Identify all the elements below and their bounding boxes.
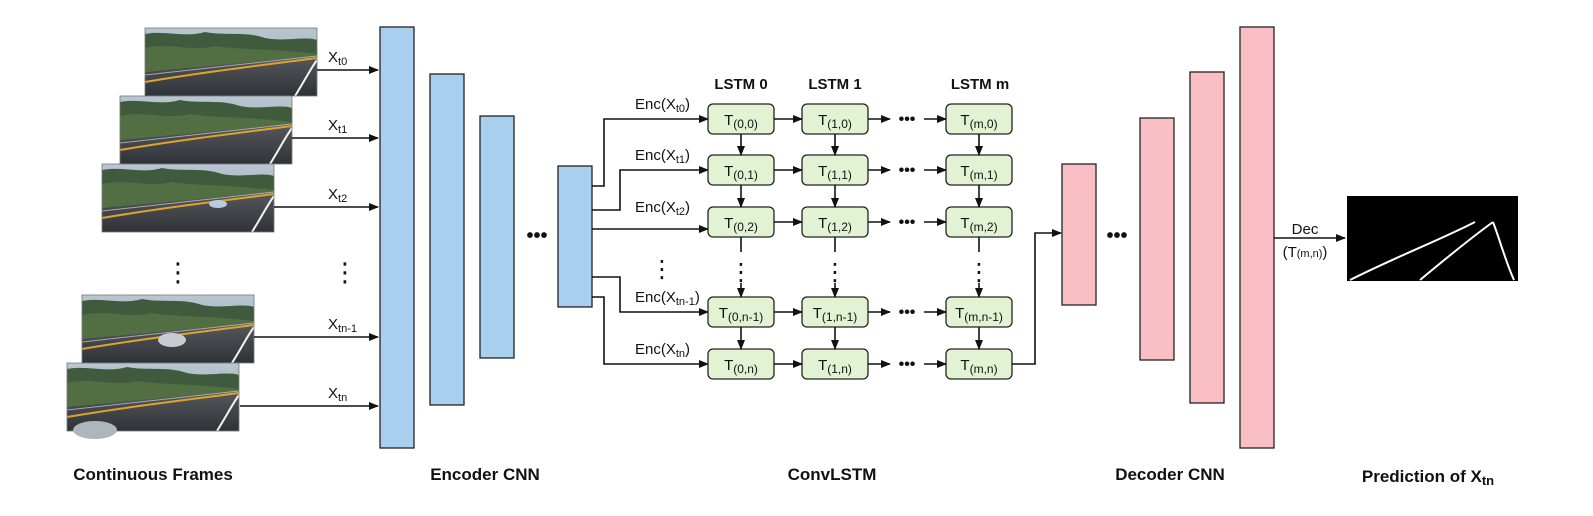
- encoded-input-arrow: [592, 166, 709, 211]
- lstm-cell-label: T(m,n-1): [955, 305, 1003, 324]
- frame-border: [101, 163, 275, 233]
- frame-border: [66, 362, 240, 432]
- lane-line: [1419, 221, 1494, 281]
- lane-line: [1349, 221, 1476, 281]
- encoded-input-label: Enc(Xtn-1): [635, 289, 700, 308]
- caption-convlstm: ConvLSTM: [788, 465, 877, 484]
- lstm-cell-label: T(0,1): [724, 163, 758, 182]
- lstm-header: LSTM m: [951, 76, 1009, 93]
- decoder-input-arrow: [1012, 229, 1062, 365]
- vdots: ⋮: [165, 257, 191, 287]
- caption-frames: Continuous Frames: [73, 465, 233, 484]
- vdots: ⋮: [650, 256, 674, 283]
- caption-encoder: Encoder CNN: [430, 465, 540, 484]
- encoded-input-arrow: [592, 296, 709, 368]
- car-shape: [209, 200, 227, 208]
- encoded-input-label: Enc(Xt2): [635, 199, 690, 218]
- lane-line: [1492, 221, 1515, 281]
- encoder-layer: [379, 26, 415, 449]
- encoder-layer: [429, 73, 465, 406]
- lstm-cell-label: T(0,2): [724, 215, 758, 234]
- ellipsis: •••: [899, 214, 916, 231]
- lstm-cell-label: T(1,1): [818, 163, 852, 182]
- frame-input-label: Xt0: [328, 49, 347, 68]
- frame-input-label: Xtn: [328, 385, 347, 404]
- caption-decoder: Decoder CNN: [1115, 465, 1225, 484]
- decoder-layer: [1061, 163, 1097, 306]
- vdots: ⋮: [729, 259, 753, 286]
- ellipsis: •••: [899, 304, 916, 321]
- lstm-header: LSTM 0: [714, 76, 767, 93]
- decoder-layer: [1239, 26, 1275, 449]
- frame-input-label: Xtn-1: [328, 316, 357, 335]
- lstm-cell-label: T(1,0): [818, 112, 852, 131]
- decoder-layer: [1189, 71, 1225, 404]
- frame-image: [101, 163, 275, 233]
- encoded-input-arrow: [592, 115, 709, 187]
- lstm-cell-label: T(1,n-1): [813, 305, 858, 324]
- frame-image: [81, 294, 255, 364]
- encoded-input-label: Enc(Xt1): [635, 147, 690, 166]
- vdots: ⋮: [823, 259, 847, 286]
- ellipsis: •••: [899, 162, 916, 179]
- encoded-input-arrow: [592, 276, 709, 316]
- lstm-cell-label: T(m,2): [960, 215, 997, 234]
- lstm-cell-label: T(0,n-1): [719, 305, 764, 324]
- vdots: ⋮: [967, 259, 991, 286]
- encoded-input-label: Enc(Xt0): [635, 96, 690, 115]
- ellipsis: •••: [899, 356, 916, 373]
- lstm-cell-label: T(1,n): [818, 357, 852, 376]
- encoder-layer: [557, 165, 593, 308]
- vdots: ⋮: [332, 257, 358, 287]
- ellipsis: •••: [526, 225, 547, 247]
- frame-image: [66, 362, 240, 432]
- frame-image: [119, 95, 293, 165]
- frame-input-label: Xt2: [328, 186, 347, 205]
- dec-label-args: (T(m,n)): [1283, 244, 1328, 261]
- caption-prediction: Prediction of Xtn: [1362, 467, 1494, 488]
- lstm-cell-label: T(1,2): [818, 215, 852, 234]
- frame-input-label: Xt1: [328, 117, 347, 136]
- lstm-cell-label: T(m,1): [960, 163, 997, 182]
- encoded-input-label: Enc(Xtn): [635, 341, 690, 360]
- ellipsis: •••: [899, 111, 916, 128]
- lstm-cell-label: T(0,0): [724, 112, 758, 131]
- dec-label: Dec: [1292, 221, 1319, 238]
- car-shape: [158, 333, 186, 347]
- decoder-layer: [1139, 117, 1175, 361]
- lstm-cell-label: T(0,n): [724, 357, 758, 376]
- frame-image: [144, 27, 318, 97]
- encoder-layer: [479, 115, 515, 359]
- lstm-cell-label: T(m,n): [960, 357, 997, 376]
- car-shape: [73, 421, 117, 439]
- lstm-cell-label: T(m,0): [960, 112, 997, 131]
- lstm-header: LSTM 1: [808, 76, 861, 93]
- ellipsis: •••: [1106, 225, 1127, 247]
